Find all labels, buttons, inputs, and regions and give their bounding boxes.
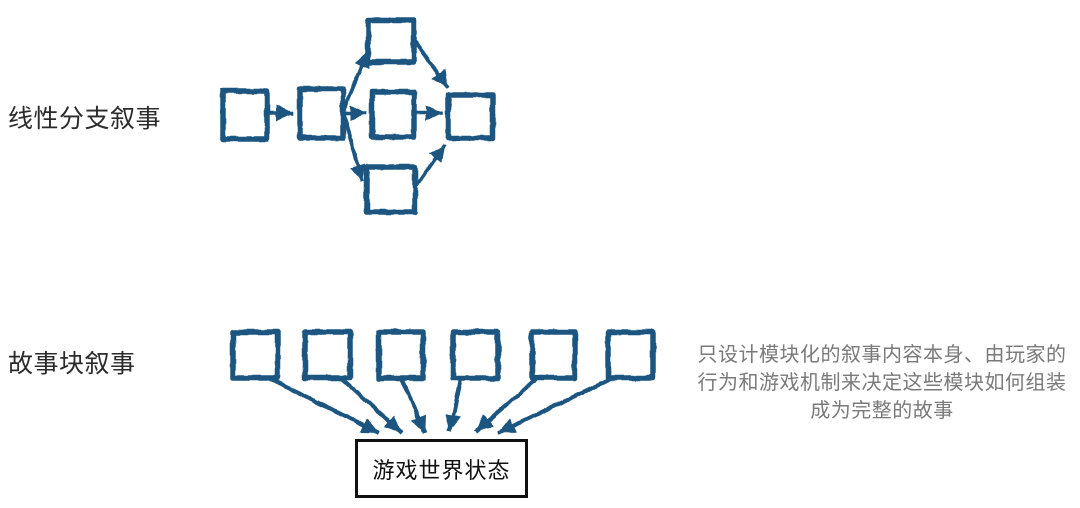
annotation-line-3: 成为完整的故事 (810, 400, 954, 422)
story-blocks-flow (230, 329, 656, 435)
game-world-state-label: 游戏世界状态 (372, 457, 511, 483)
linear-node-start (220, 88, 270, 142)
arrow-block3-to-state (399, 376, 427, 434)
arrow-branch-down (341, 114, 366, 183)
game-world-state-box: 游戏世界状态 (355, 439, 528, 498)
arrow-block1-to-state (267, 376, 380, 435)
story-blocks-label: 故事块叙事 (8, 351, 136, 378)
linear-node-end (445, 92, 496, 141)
story-block-6 (605, 329, 656, 381)
story-block-2 (302, 329, 353, 381)
arrow-top-to-end (412, 38, 450, 89)
story-block-4 (450, 329, 501, 381)
arrow-block5-to-state (474, 376, 539, 433)
branch-node-top (365, 17, 417, 65)
annotation-line-1: 只设计模块化的叙事内容本身、由玩家的 (697, 344, 1067, 366)
arrow-block6-to-state (497, 376, 614, 435)
branch-node-middle (369, 89, 417, 140)
arrow-block4-to-state (445, 376, 464, 433)
arrow-branch-up (341, 49, 371, 112)
story-block-5 (529, 329, 578, 381)
story-block-3 (376, 329, 426, 381)
linear-node-second (297, 86, 346, 141)
linear-branching-label: 线性分支叙事 (8, 106, 162, 133)
branch-node-bottom (364, 164, 418, 215)
arrow-bottom-to-end (413, 143, 447, 189)
linear-branching-flow (220, 17, 496, 215)
arrow-block2-to-state (339, 376, 403, 434)
annotation-line-2: 行为和游戏机制来决定这些模块如何组装 (697, 372, 1067, 394)
story-blocks-annotation: 只设计模块化的叙事内容本身、由玩家的 行为和游戏机制来决定这些模块如何组装 成为… (688, 341, 1076, 425)
story-block-1 (230, 329, 281, 381)
